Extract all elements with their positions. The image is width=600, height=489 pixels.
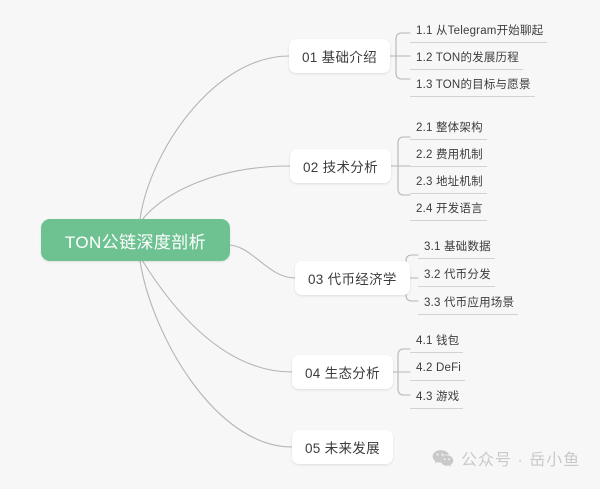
leaf-node-1-2-label: 1.2 TON的发展历程 xyxy=(416,51,519,64)
leaf-node-1-1-label: 1.1 从Telegram开始聊起 xyxy=(416,24,544,37)
watermark: 公众号 · 岳小鱼 xyxy=(432,446,580,470)
leaf-node-4-3[interactable]: 4.3 游戏 xyxy=(410,383,464,409)
leaf-node-2-4[interactable]: 2.4 开发语言 xyxy=(410,195,487,221)
watermark-text: 公众号 · 岳小鱼 xyxy=(461,452,581,469)
leaf-node-2-4-label: 2.4 开发语言 xyxy=(416,202,483,215)
branch-node-01-label: 01 基础介绍 xyxy=(302,50,377,65)
leaf-node-4-2[interactable]: 4.2 DeFi xyxy=(410,355,466,381)
leaf-node-3-3[interactable]: 3.3 代币应用场景 xyxy=(418,289,519,315)
leaf-node-2-1-label: 2.1 整体架构 xyxy=(416,121,483,134)
connector-root-to-branch-1 xyxy=(139,55,290,220)
branch-node-05[interactable]: 05 未来发展 xyxy=(292,430,393,464)
branch-node-04[interactable]: 04 生态分析 xyxy=(292,355,393,389)
root-node-label: TON公链深度剖析 xyxy=(64,232,207,252)
leaf-node-1-2[interactable]: 1.2 TON的发展历程 xyxy=(410,44,523,70)
branch-node-04-label: 04 生态分析 xyxy=(305,366,380,381)
connector-root-to-branch-3 xyxy=(227,244,296,279)
subspine-branch-4 xyxy=(397,348,411,396)
branch-node-03-label: 03 代币经济学 xyxy=(308,272,397,287)
leaf-node-4-1[interactable]: 4.1 钱包 xyxy=(410,327,464,353)
leaf-node-2-2-label: 2.2 费用机制 xyxy=(416,148,483,161)
leaf-node-2-3-label: 2.3 地址机制 xyxy=(416,175,483,188)
branch-node-01[interactable]: 01 基础介绍 xyxy=(289,39,390,73)
branch-node-02-label: 02 技术分析 xyxy=(303,160,378,175)
connector-root-to-branch-2 xyxy=(141,165,291,221)
subspine-branch-1 xyxy=(395,32,411,80)
branch-node-05-label: 05 未来发展 xyxy=(305,441,380,456)
branch-node-02[interactable]: 02 技术分析 xyxy=(290,149,391,183)
leaf-node-2-1[interactable]: 2.1 整体架构 xyxy=(410,114,487,140)
subspine-branch-2 xyxy=(397,136,411,196)
leaf-node-4-2-label: 4.2 DeFi xyxy=(416,361,462,374)
connector-root-to-branch-4 xyxy=(141,259,293,373)
leaf-node-4-1-label: 4.1 钱包 xyxy=(416,334,460,347)
connector-root-to-branch-5 xyxy=(139,260,293,448)
leaf-node-3-3-label: 3.3 代币应用场景 xyxy=(424,296,515,309)
leaf-node-2-3[interactable]: 2.3 地址机制 xyxy=(410,168,487,194)
branch-node-03[interactable]: 03 代币经济学 xyxy=(295,261,410,295)
leaf-node-3-2-label: 3.2 代币分发 xyxy=(424,268,491,281)
leaf-node-2-2[interactable]: 2.2 费用机制 xyxy=(410,141,487,167)
leaf-node-1-1[interactable]: 1.1 从Telegram开始聊起 xyxy=(410,17,548,43)
leaf-node-3-1[interactable]: 3.1 基础数据 xyxy=(418,233,495,259)
root-node[interactable]: TON公链深度剖析 xyxy=(41,219,230,261)
leaf-node-3-1-label: 3.1 基础数据 xyxy=(424,240,491,253)
leaf-node-3-2[interactable]: 3.2 代币分发 xyxy=(418,261,495,287)
leaf-node-1-3-label: 1.3 TON的目标与愿景 xyxy=(416,78,531,91)
wechat-icon xyxy=(432,449,454,468)
leaf-node-1-3[interactable]: 1.3 TON的目标与愿景 xyxy=(410,71,535,97)
leaf-node-4-3-label: 4.3 游戏 xyxy=(416,390,460,403)
